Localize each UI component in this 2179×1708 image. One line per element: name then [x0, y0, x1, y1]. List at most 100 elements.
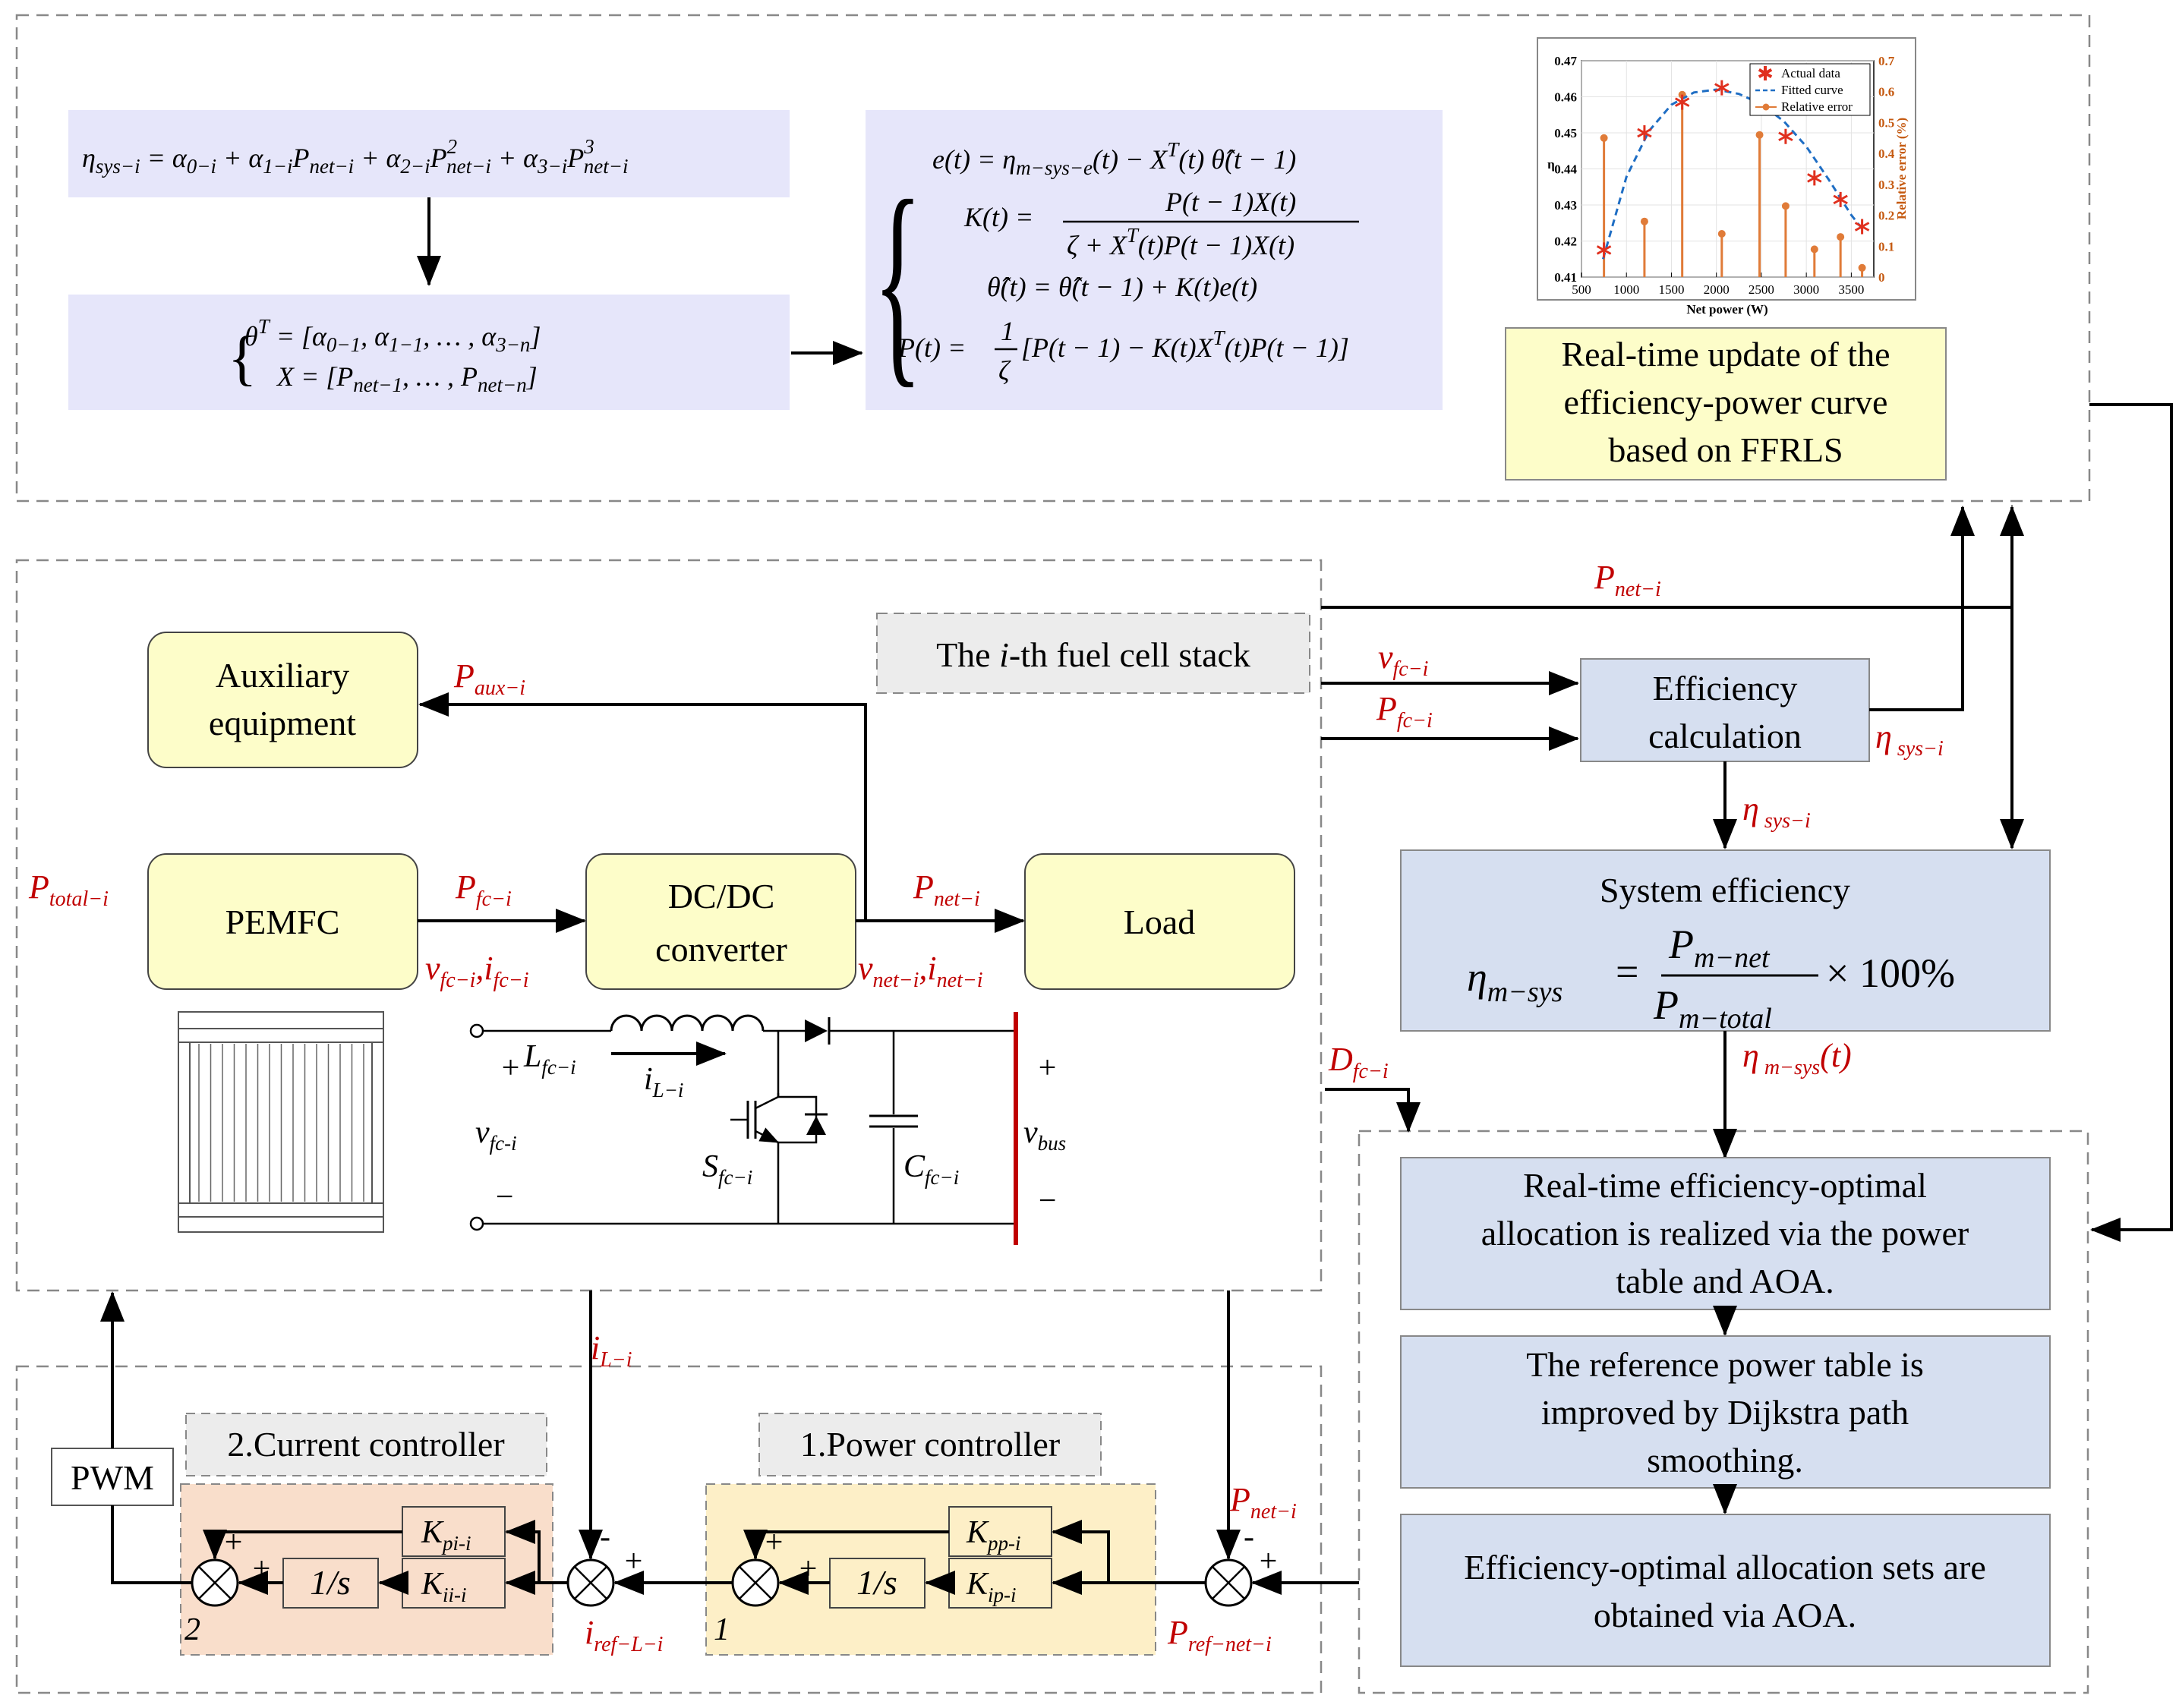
pwm-label: PWM — [71, 1458, 154, 1497]
y-tick-label: 0.45 — [1554, 126, 1577, 140]
allocation-box-3: Efficiency-optimal allocation sets are o… — [1400, 1514, 2051, 1667]
plus-input: + — [500, 1051, 521, 1086]
alloc3-line-2: obtained via AOA. — [1594, 1596, 1856, 1634]
chart-xlabel: Net power (W) — [1686, 302, 1767, 317]
asterisk-stroke — [1833, 194, 1848, 205]
y-tick-label: 0.41 — [1554, 270, 1577, 285]
label-i-l-circuit: iL−i — [644, 1062, 683, 1101]
error-point — [1755, 131, 1764, 139]
auxiliary-equipment-box: Auxiliary equipment — [147, 632, 418, 768]
y-right-tick-label: 0.2 — [1878, 209, 1894, 223]
asterisk-stroke — [1714, 83, 1730, 93]
label-p-aux: Paux−i — [453, 657, 525, 700]
svg-text:X = [Pnet−1, … , Pnet−n]: X = [Pnet−1, … , Pnet−n] — [276, 361, 538, 396]
svg-text:Kip-i: Kip-i — [966, 1567, 1017, 1606]
alloc2-line-2: improved by Dijkstra path — [1541, 1393, 1909, 1432]
label-p-net: Pnet−i — [913, 868, 980, 911]
actual-data-point — [1833, 191, 1848, 207]
label-node-2: 2 — [184, 1612, 200, 1647]
pwm-block: PWM — [51, 1448, 174, 1506]
y-tick-label: 0.42 — [1554, 235, 1577, 249]
ffrls-equations: { e(t) = ηm−sys−e(t) − XT(t) θ̂(t − 1) K… — [866, 110, 1443, 410]
y-right-tick-label: 0.6 — [1878, 85, 1894, 99]
legend-error: Relative error — [1781, 99, 1853, 114]
actual-data-point — [1674, 94, 1690, 110]
x-tick-label: 1500 — [1658, 282, 1684, 297]
actual-data-point — [1596, 242, 1612, 258]
minus-input: − — [494, 1180, 515, 1215]
x-tick-label: 3500 — [1838, 282, 1864, 297]
svg-text:1: 1 — [1001, 316, 1014, 346]
svg-text:P(t) =: P(t) = — [897, 332, 966, 363]
ffrls-update-box: Real-time update of the efficiency-power… — [1505, 327, 1947, 481]
y-right-tick-label: 0.7 — [1878, 54, 1895, 68]
dcdc-converter-box: DC/DC converter — [585, 853, 856, 990]
stack-title: The i-th fuel cell stack — [876, 613, 1310, 694]
sign-minus-p-net: - — [1244, 1520, 1254, 1555]
effcalc-line-1: Efficiency — [1653, 669, 1798, 707]
frame-controllers — [15, 1365, 1323, 1694]
current-error-junction-icon — [566, 1558, 615, 1607]
asterisk-stroke — [1674, 97, 1690, 107]
svg-text:K(t) =: K(t) = — [963, 202, 1033, 232]
chart-ylabel-right: Relative error (%) — [1894, 118, 1909, 219]
legend-actual: Actual data — [1781, 66, 1840, 80]
wire-kpp-to-sum1 — [743, 1530, 949, 1560]
error-point — [1600, 134, 1608, 142]
svg-text:× 100%: × 100% — [1826, 950, 1955, 996]
kpi-gain-block: Kpi-i — [402, 1506, 506, 1557]
kii-gain-block: Kii-i — [402, 1558, 506, 1609]
error-point — [1837, 233, 1845, 241]
actual-data-point — [1854, 219, 1870, 235]
chart-ylabel: η — [1547, 157, 1555, 172]
current-controller-label: 2.Current controller — [227, 1425, 504, 1464]
wire-current-error-to-kpi — [505, 1520, 541, 1583]
x-tick-label: 3000 — [1793, 282, 1819, 297]
label-p-net-feedback: Pnet−i — [1229, 1481, 1297, 1524]
power-controller-title: 1.Power controller — [758, 1413, 1102, 1476]
svg-text:ηsys−i = α0−i + α1−iPnet−i + α: ηsys−i = α0−i + α1−iPnet−i + α2−iP2net−i… — [82, 135, 629, 178]
allocation-box-1: Real-time efficiency-optimal allocation … — [1400, 1157, 2051, 1310]
alloc3-line-1: Efficiency-optimal allocation sets are — [1464, 1548, 1986, 1587]
dcdc-line-2: converter — [655, 930, 787, 969]
power-controller-region — [705, 1483, 1156, 1656]
sign-plus-kpp: + — [763, 1525, 784, 1560]
svg-text:P(t − 1)X(t): P(t − 1)X(t) — [1165, 187, 1296, 217]
fitted-curve-line — [1601, 88, 1866, 260]
alloc2-line-3: smoothing. — [1647, 1441, 1803, 1480]
error-point — [1858, 263, 1866, 272]
alloc1-line-2: allocation is realized via the power — [1481, 1214, 1969, 1253]
y-tick-label: 0.46 — [1554, 90, 1577, 105]
alloc1-line-1: Real-time efficiency-optimal — [1523, 1166, 1927, 1205]
label-eta-right: η sys−i — [1875, 718, 1944, 761]
actual-data-point — [1778, 128, 1793, 144]
svg-text:{: { — [228, 325, 257, 392]
frame-fuel-cell-stack — [15, 559, 1323, 1292]
label-v-fc-i-fc: vfc−i,ifc−i — [425, 950, 529, 992]
asterisk-stroke — [1854, 222, 1870, 232]
label-p-fc: Pfc−i — [455, 868, 512, 911]
sign-plus-kip: + — [797, 1552, 818, 1587]
error-point — [1810, 245, 1818, 254]
y-right-tick-label: 0.1 — [1878, 239, 1894, 254]
power-sum-junction-icon — [731, 1558, 780, 1607]
asterisk-stroke — [1778, 131, 1793, 142]
sign-minus-i-l: - — [600, 1520, 610, 1555]
svg-text:Kpp-i: Kpp-i — [966, 1515, 1021, 1555]
wire-sum2-to-pwm — [111, 1505, 192, 1584]
capacitor-icon — [869, 1031, 918, 1224]
kpp-gain-block: Kpp-i — [948, 1506, 1052, 1557]
svg-text:Kpi-i: Kpi-i — [421, 1515, 471, 1555]
x-tick-label: 1000 — [1613, 282, 1639, 297]
error-point — [1640, 217, 1648, 225]
frame-ffrls — [15, 14, 2091, 503]
x-tick-label: 2500 — [1749, 282, 1774, 297]
y-right-tick-label: 0 — [1878, 270, 1885, 285]
alloc2-line-1: The reference power table is — [1526, 1345, 1924, 1384]
legend-fitted: Fitted curve — [1781, 83, 1843, 97]
x-tick-label: 2000 — [1704, 282, 1730, 297]
wire-dcdc-to-aux — [418, 692, 867, 921]
